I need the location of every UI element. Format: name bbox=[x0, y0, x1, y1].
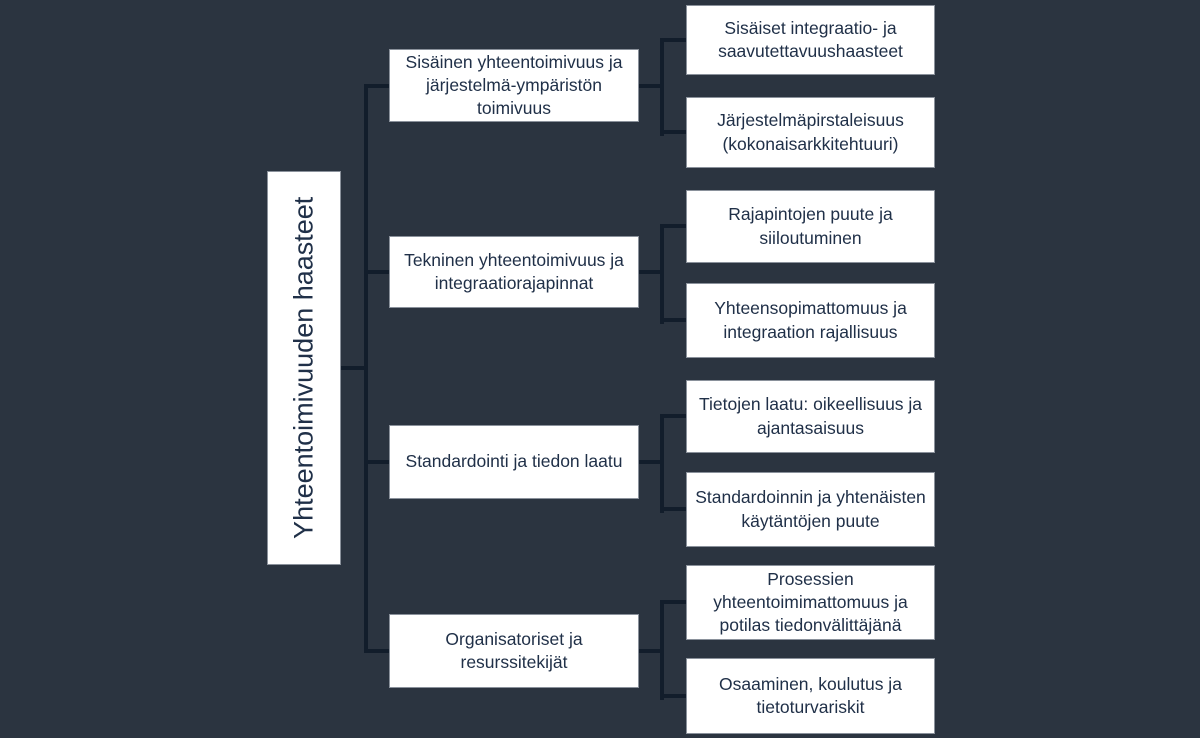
leaf-box-8: Osaaminen, koulutus ja tietoturvariskit bbox=[686, 658, 935, 734]
connector-g1-top bbox=[664, 38, 686, 42]
branch-label-3: Standardointi ja tiedon laatu bbox=[405, 451, 623, 472]
branch-box-3: Standardointi ja tiedon laatu bbox=[389, 425, 639, 499]
connector-g3-bottom bbox=[664, 507, 686, 511]
connector-g2-top bbox=[664, 224, 686, 228]
connector-g3-stub bbox=[639, 460, 664, 464]
branch-box-1: Sisäinen yhteentoimivuus ja järjestelmä-… bbox=[389, 49, 639, 122]
connector-g2-bottom bbox=[664, 318, 686, 322]
branch-label-4: Organisatoriset ja resurssitekijät bbox=[445, 628, 583, 672]
leaf-label-6: Standardoinnin ja yhtenäisten käytäntöje… bbox=[695, 487, 926, 531]
connector-g3-top bbox=[664, 414, 686, 418]
connector-g3-trunk bbox=[660, 414, 664, 513]
root-box: Yhteentoimivuuden haasteet bbox=[267, 171, 341, 565]
leaf-label-4: Yhteensopimattomuus ja integraation raja… bbox=[714, 298, 907, 342]
leaf-label-5: Tietojen laatu: oikeellisuus ja ajantasa… bbox=[698, 394, 923, 438]
leaf-label-3: Rajapintojen puute ja siiloutuminen bbox=[728, 204, 893, 248]
connector-branch-1 bbox=[368, 84, 389, 88]
leaf-box-1: Sisäiset integraatio- ja saavutettavuush… bbox=[686, 5, 935, 75]
connector-g4-bottom bbox=[664, 694, 686, 698]
leaf-box-2: Järjestelmäpirstaleisuus (kokonaisarkkit… bbox=[686, 97, 935, 168]
leaf-label-1: Sisäiset integraatio- ja saavutettavuush… bbox=[718, 17, 903, 61]
leaf-box-7: Prosessien yhteentoimimattomuus ja potil… bbox=[686, 565, 935, 640]
branch-box-2: Tekninen yhteentoimivuus ja integraatior… bbox=[389, 236, 639, 308]
connector-g2-stub bbox=[639, 270, 664, 274]
connector-g1-stub bbox=[639, 84, 664, 88]
connector-g4-trunk bbox=[660, 600, 664, 700]
root-label: Yhteentoimivuuden haasteet bbox=[288, 196, 319, 540]
leaf-label-7: Prosessien yhteentoimimattomuus ja potil… bbox=[713, 568, 908, 636]
branch-label-1: Sisäinen yhteentoimivuus ja järjestelmä-… bbox=[405, 51, 623, 119]
connector-branch-3 bbox=[368, 460, 389, 464]
connector-g1-bottom bbox=[664, 130, 686, 134]
connector-branch-4 bbox=[368, 649, 389, 653]
connector-g4-stub bbox=[639, 649, 664, 653]
leaf-box-4: Yhteensopimattomuus ja integraation raja… bbox=[686, 283, 935, 358]
leaf-label-8: Osaaminen, koulutus ja tietoturvariskit bbox=[719, 673, 902, 717]
connector-root-stub bbox=[341, 366, 368, 370]
connector-left-trunk bbox=[364, 84, 368, 653]
connector-g1-trunk bbox=[660, 38, 664, 136]
leaf-box-6: Standardoinnin ja yhtenäisten käytäntöje… bbox=[686, 472, 935, 547]
branch-box-4: Organisatoriset ja resurssitekijät bbox=[389, 614, 639, 688]
connector-g2-trunk bbox=[660, 224, 664, 324]
connector-branch-2 bbox=[368, 270, 389, 274]
branch-label-2: Tekninen yhteentoimivuus ja integraatior… bbox=[404, 249, 624, 293]
leaf-box-5: Tietojen laatu: oikeellisuus ja ajantasa… bbox=[686, 380, 935, 453]
connector-g4-top bbox=[664, 600, 686, 604]
leaf-label-2: Järjestelmäpirstaleisuus (kokonaisarkkit… bbox=[717, 110, 904, 154]
leaf-box-3: Rajapintojen puute ja siiloutuminen bbox=[686, 190, 935, 263]
